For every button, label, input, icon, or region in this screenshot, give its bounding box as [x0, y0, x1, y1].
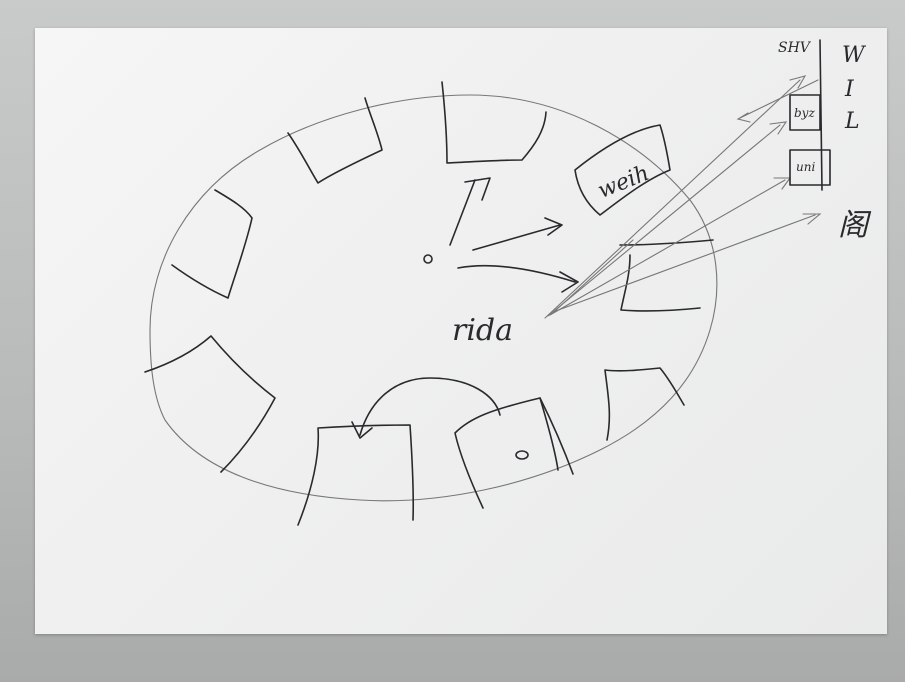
segment-bottom-left — [298, 425, 413, 525]
bottom-curved-arrow — [352, 378, 500, 438]
center-arrows — [450, 178, 578, 292]
legend-arrows — [545, 76, 820, 318]
shv-label: SHV — [778, 40, 812, 56]
rida-label: rida — [452, 313, 513, 348]
wil-l: L — [844, 109, 860, 134]
wil-w: W — [842, 43, 867, 68]
segment-right — [620, 240, 713, 311]
glyph-label: 阁 — [838, 208, 872, 243]
arrow-right — [458, 266, 578, 292]
segment-top-left — [288, 98, 382, 183]
center-dot — [424, 255, 432, 263]
segment-lower-right — [605, 368, 684, 440]
arrow-up — [450, 178, 490, 245]
outer-ring — [150, 95, 717, 501]
segment-bottom-right — [540, 398, 558, 470]
uni-label: uni — [796, 160, 815, 174]
small-circle-mark — [516, 451, 528, 459]
byz-label: byz — [794, 106, 815, 120]
segment-left-upper — [172, 190, 252, 298]
segment-left-lower — [145, 336, 275, 472]
segment-top — [442, 82, 546, 163]
arrow-right-up — [473, 218, 562, 250]
right-legend: SHV W I L byz uni 阁 — [738, 40, 872, 243]
wil-i: I — [844, 77, 855, 102]
ring-segments — [145, 82, 713, 525]
